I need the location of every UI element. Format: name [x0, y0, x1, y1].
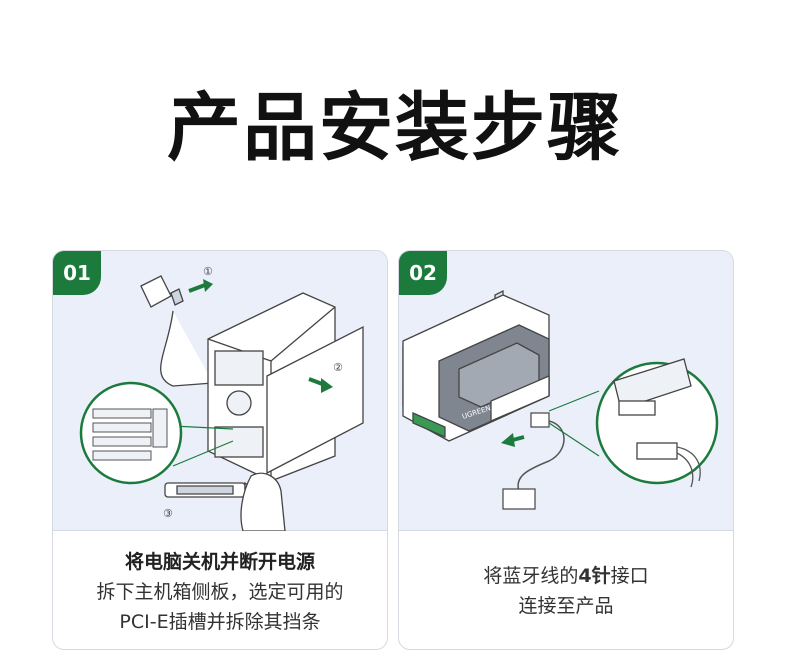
side-panel-icon: [266, 325, 364, 475]
power-plug-icon: [140, 275, 214, 387]
caption-line: 将电脑关机并断开电源: [124, 551, 315, 573]
step-number-badge: 02: [399, 251, 447, 295]
step-1-illustration: ① ②: [53, 251, 387, 531]
step-2-caption: 将蓝牙线的4针接口 连接至产品: [399, 533, 733, 649]
caption-line: 将蓝牙线的4针接口: [399, 561, 733, 591]
mark-1: ①: [203, 265, 213, 278]
step-1-caption: 将电脑关机并断开电源 拆下主机箱侧板，选定可用的 PCI-E插槽并拆除其挡条: [53, 533, 387, 649]
step-number-badge: 01: [53, 251, 101, 295]
mark-2: ②: [333, 361, 343, 374]
step-2-illustration: UGREEN 02: [399, 251, 733, 531]
caption-line: 连接至产品: [518, 595, 614, 617]
cable: [517, 420, 565, 492]
pc-disassembly-illustration: ① ②: [79, 265, 364, 531]
caption-line: PCI-E插槽并拆除其挡条: [119, 611, 321, 633]
caption-text: 将蓝牙线的: [483, 565, 579, 587]
caption-line: 拆下主机箱侧板，选定可用的: [96, 581, 344, 603]
card-connection-illustration: UGREEN: [402, 289, 719, 510]
caption-emphasis: 4针: [578, 565, 611, 587]
step-card-1: ① ②: [52, 250, 388, 650]
caption-text: 接口: [610, 565, 649, 587]
pcie-bracket-icon: [164, 481, 254, 499]
4-pin-connector-icon: [502, 488, 536, 510]
mark-3: ③: [163, 507, 173, 520]
hand-icon: [240, 472, 286, 531]
pcie-card-icon: [402, 289, 550, 442]
unplug-arrow-icon: [188, 283, 206, 293]
page-title: 产品安装步骤: [167, 85, 623, 171]
step-card-2: UGREEN 02 将蓝牙线的4针接口 连接至产品: [398, 250, 734, 650]
